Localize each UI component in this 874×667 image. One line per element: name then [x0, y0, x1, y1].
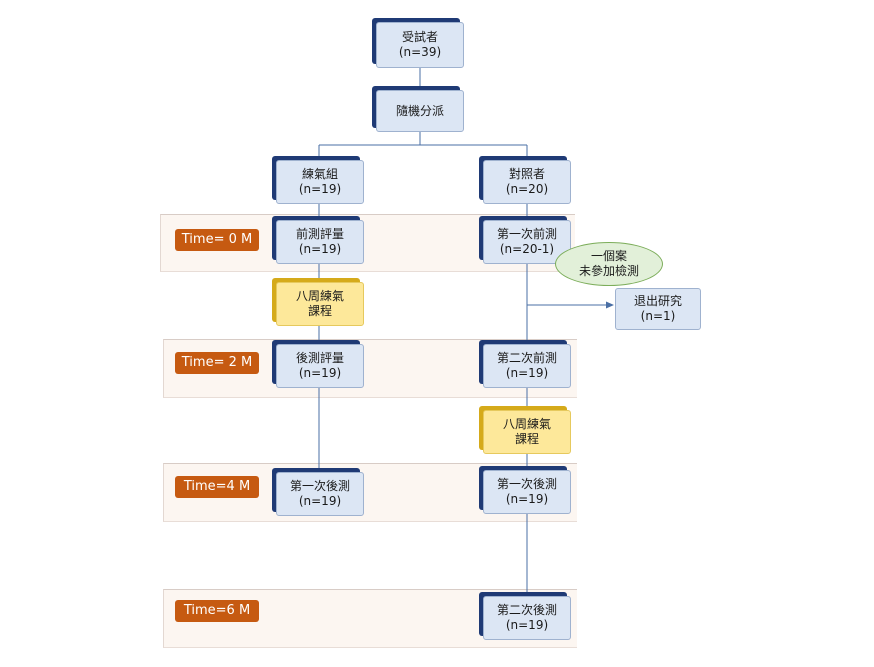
dropout-note-line2: 未參加檢測	[578, 264, 639, 278]
control-group-label: 對照者	[508, 167, 545, 181]
qigong-course-2-line2: 課程	[514, 432, 539, 446]
participants-node: 受試者 (n=39)	[376, 22, 464, 68]
withdrawal-node: 退出研究 (n=1)	[615, 288, 701, 330]
second-pretest-node: 第二次前測 (n=19)	[483, 344, 571, 388]
qigong-group-label: 練氣組	[301, 167, 338, 181]
qigong-group-node: 練氣組 (n=19)	[276, 160, 364, 204]
second-pretest-label: 第二次前測	[496, 351, 557, 365]
pre-assessment-label: 前測評量	[295, 227, 344, 241]
second-posttest-count: (n=19)	[505, 618, 549, 632]
post-assessment-count: (n=19)	[298, 366, 342, 380]
participants-label: 受試者	[401, 30, 438, 44]
time-badge-6m: Time=6 M	[175, 600, 259, 622]
time-badge-2m: Time= 2 M	[175, 352, 259, 374]
first-posttest-right-count: (n=19)	[505, 492, 549, 506]
qigong-course-1-line1: 八周練氣	[295, 289, 344, 303]
time-badge-0m: Time= 0 M	[175, 229, 259, 251]
randomization-label: 隨機分派	[395, 103, 444, 118]
qigong-course-node-1: 八周練氣 課程	[276, 282, 364, 326]
first-pretest-label: 第一次前測	[496, 227, 557, 241]
qigong-course-1-line2: 課程	[307, 304, 332, 318]
control-group-count: (n=20)	[505, 182, 549, 196]
pre-assessment-count: (n=19)	[298, 242, 342, 256]
first-posttest-right-label: 第一次後測	[496, 477, 557, 491]
second-pretest-count: (n=19)	[505, 366, 549, 380]
post-assessment-label: 後測評量	[295, 351, 344, 365]
dropout-note-line1: 一個案	[590, 249, 627, 263]
time-badge-4m: Time=4 M	[175, 476, 259, 498]
first-pretest-count: (n=20-1)	[499, 242, 555, 256]
participants-count: (n=39)	[398, 45, 442, 59]
pre-assessment-node: 前測評量 (n=19)	[276, 220, 364, 264]
withdrawal-count: (n=1)	[640, 309, 676, 323]
qigong-course-node-2: 八周練氣 課程	[483, 410, 571, 454]
qigong-course-2-line1: 八周練氣	[502, 417, 551, 431]
first-posttest-right-node: 第一次後測 (n=19)	[483, 470, 571, 514]
first-posttest-left-count: (n=19)	[298, 494, 342, 508]
randomization-node: 隨機分派	[376, 90, 464, 132]
post-assessment-node: 後測評量 (n=19)	[276, 344, 364, 388]
dropout-note: 一個案 未參加檢測	[555, 242, 663, 286]
control-group-node: 對照者 (n=20)	[483, 160, 571, 204]
first-posttest-left-label: 第一次後測	[289, 479, 350, 493]
first-posttest-left-node: 第一次後測 (n=19)	[276, 472, 364, 516]
second-posttest-node: 第二次後測 (n=19)	[483, 596, 571, 640]
qigong-group-count: (n=19)	[298, 182, 342, 196]
withdrawal-label: 退出研究	[633, 294, 682, 308]
second-posttest-label: 第二次後測	[496, 603, 557, 617]
withdrawal-arrowhead	[606, 301, 614, 309]
